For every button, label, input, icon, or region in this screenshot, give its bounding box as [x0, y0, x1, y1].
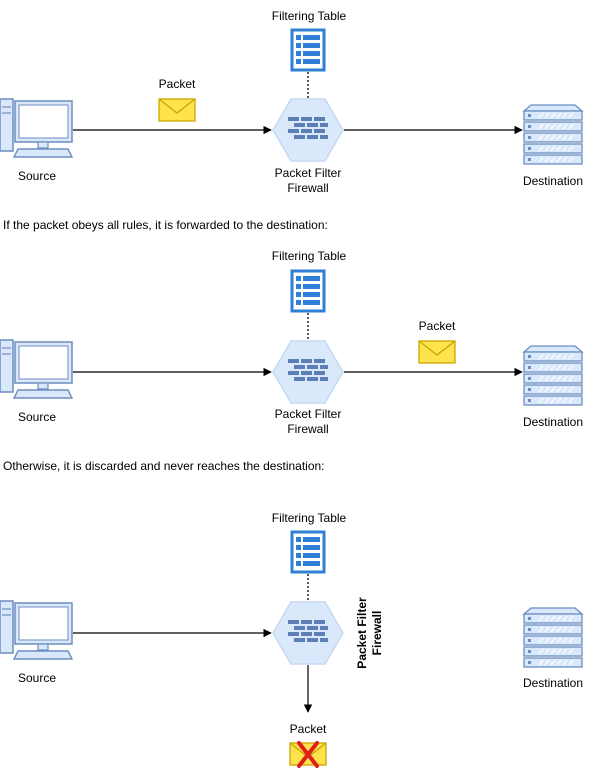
destination-server-icon [523, 345, 583, 406]
firewall-icon [272, 601, 344, 665]
packet-label: Packet [159, 77, 196, 91]
firewall-icon [272, 340, 344, 404]
destination-server-icon [523, 607, 583, 668]
destination-label: Destination [523, 415, 583, 429]
source-computer-icon [0, 600, 73, 660]
firewall-label-line2: Firewall [370, 611, 384, 656]
packet-envelope-icon [158, 98, 196, 122]
caption-forwarded: If the packet obeys all rules, it is for… [3, 218, 328, 232]
firewall-label-line1: Packet Filter [275, 407, 342, 421]
firewall-label-line2: Firewall [287, 181, 328, 195]
destination-label: Destination [523, 174, 583, 188]
filtering-table-icon [290, 269, 326, 313]
destination-server-icon [523, 104, 583, 165]
filtering-table-icon [290, 530, 326, 574]
packet-label: Packet [419, 319, 456, 333]
source-computer-icon [0, 339, 73, 399]
destination-label: Destination [523, 676, 583, 690]
scenario-1: Filtering Table Packet Source Packet Fil… [0, 9, 583, 195]
filtering-table-label: Filtering Table [272, 511, 347, 525]
discard-x-icon [297, 741, 319, 768]
firewall-label-line2: Firewall [287, 422, 328, 436]
filtering-table-label: Filtering Table [272, 249, 347, 263]
packet-label: Packet [290, 722, 327, 736]
filtering-table-icon [290, 28, 326, 72]
scenario-2: Filtering Table Source Packet Filter Fir… [0, 249, 583, 436]
firewall-label-line1: Packet Filter [355, 597, 369, 669]
firewall-icon [272, 98, 344, 162]
caption-discarded: Otherwise, it is discarded and never rea… [3, 459, 325, 473]
filtering-table-label: Filtering Table [272, 9, 347, 23]
source-label: Source [18, 410, 56, 424]
source-computer-icon [0, 98, 73, 158]
source-label: Source [18, 169, 56, 183]
scenario-3: Filtering Table Source Packet Filter Fir… [0, 511, 583, 768]
firewall-label-line1: Packet Filter [275, 166, 342, 180]
packet-envelope-icon [418, 340, 456, 364]
source-label: Source [18, 671, 56, 685]
